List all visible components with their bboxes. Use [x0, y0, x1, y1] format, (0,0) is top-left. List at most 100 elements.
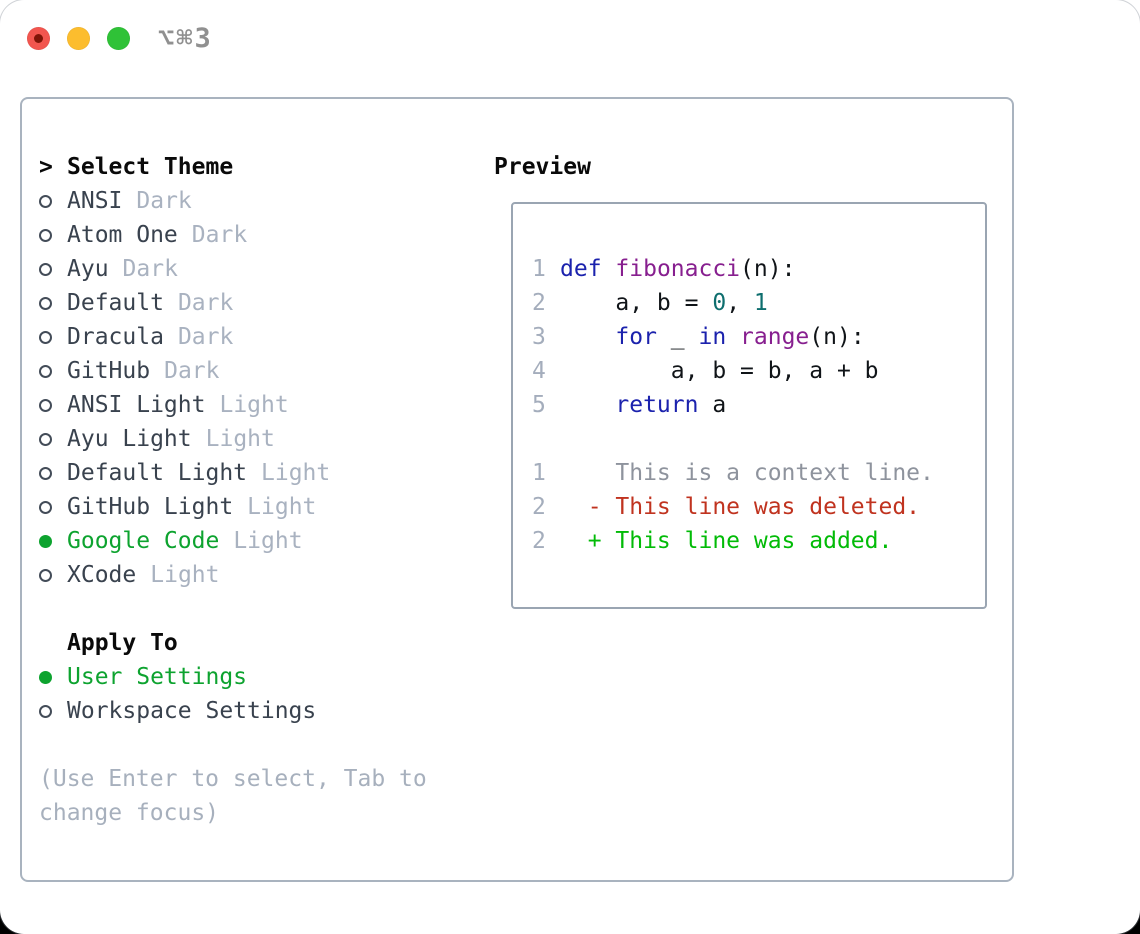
- code-token: ,: [726, 290, 754, 316]
- code-token-number: 1: [753, 290, 768, 316]
- code-token: a: [698, 392, 727, 418]
- apply-to-workspace-settings[interactable]: Workspace Settings: [39, 694, 489, 728]
- theme-item-default-light[interactable]: Default Light Light: [39, 456, 489, 490]
- focus-caret-icon: >: [39, 154, 53, 180]
- code-token: [560, 324, 615, 350]
- apply-to-label: User Settings: [67, 664, 248, 690]
- apply-to-user-settings-selected[interactable]: User Settings: [39, 660, 489, 694]
- code-token-function: fibonacci: [615, 256, 741, 282]
- spacer-row: [39, 592, 489, 626]
- radio-selected-icon: [39, 534, 67, 548]
- theme-name: Ayu Light: [67, 426, 192, 452]
- theme-name: GitHub: [67, 358, 151, 384]
- theme-tag: Light: [150, 562, 220, 588]
- apply-to-title: Apply To: [67, 630, 178, 656]
- theme-tag: Light: [261, 460, 331, 486]
- theme-item-atom-one-dark[interactable]: Atom One Dark: [39, 218, 489, 252]
- theme-item-ayu-dark[interactable]: Ayu Dark: [39, 252, 489, 286]
- theme-tag: Light: [247, 494, 317, 520]
- code-token-keyword: for: [615, 324, 657, 350]
- close-button-icon[interactable]: [27, 26, 50, 50]
- theme-name: ANSI Light: [67, 392, 206, 418]
- radio-unselected-icon: [39, 500, 67, 514]
- theme-item-ansi-light[interactable]: ANSI Light Light: [39, 388, 489, 422]
- line-number: 2: [532, 528, 546, 554]
- theme-item-github-light[interactable]: GitHub Light Light: [39, 490, 489, 524]
- line-number: 2: [532, 494, 546, 520]
- theme-tag: Dark: [177, 290, 234, 316]
- help-text-line-2: change focus): [39, 800, 220, 826]
- code-line: 2 a, b = 0, 1: [532, 286, 985, 320]
- code-token: [726, 324, 740, 350]
- select-theme-header: >Select Theme: [39, 150, 489, 184]
- radio-unselected-icon: [39, 568, 67, 582]
- theme-item-ayu-light[interactable]: Ayu Light Light: [39, 422, 489, 456]
- line-number: 4: [532, 358, 546, 384]
- code-line: 3 for _ in range(n):: [532, 320, 985, 354]
- theme-tag: Light: [219, 392, 289, 418]
- traffic-lights: [27, 26, 130, 50]
- radio-unselected-icon: [39, 296, 67, 310]
- line-number: 5: [532, 392, 546, 418]
- titlebar: ⌥⌘3: [0, 0, 1140, 76]
- code-token: a, b = b, a + b: [560, 358, 879, 384]
- theme-name: Dracula: [67, 324, 164, 350]
- code-line: 5 return a: [532, 388, 985, 422]
- theme-item-default-dark[interactable]: Default Dark: [39, 286, 489, 320]
- radio-unselected-icon: [39, 432, 67, 446]
- theme-name: XCode: [67, 562, 137, 588]
- theme-item-ansi-dark[interactable]: ANSI Dark: [39, 184, 489, 218]
- theme-name: ANSI: [67, 188, 123, 214]
- theme-tag: Dark: [136, 188, 192, 214]
- theme-item-xcode-light[interactable]: XCode Light: [39, 558, 489, 592]
- radio-unselected-icon: [39, 194, 67, 208]
- code-token-number: 0: [712, 290, 727, 316]
- diff-deleted-text: - This line was deleted.: [560, 494, 921, 520]
- radio-unselected-icon: [39, 330, 67, 344]
- theme-item-github-dark[interactable]: GitHub Dark: [39, 354, 489, 388]
- code-token: (n):: [740, 256, 796, 282]
- theme-item-dracula-dark[interactable]: Dracula Dark: [39, 320, 489, 354]
- theme-name: Default: [67, 290, 164, 316]
- radio-unselected-icon: [39, 364, 67, 378]
- theme-item-google-code-selected[interactable]: Google Code Light: [39, 524, 489, 558]
- theme-tag: Dark: [164, 358, 220, 384]
- code-token-keyword: def: [560, 256, 602, 282]
- radio-unselected-icon: [39, 398, 67, 412]
- window-shortcut-label: ⌥⌘3: [158, 22, 213, 54]
- theme-name: Ayu: [67, 256, 109, 282]
- theme-tag: Dark: [122, 256, 178, 282]
- theme-tag: Light: [205, 426, 275, 452]
- zoom-button-icon[interactable]: [107, 26, 130, 50]
- line-number: 2: [532, 290, 546, 316]
- blank-line: [532, 422, 985, 456]
- diff-context-text: This is a context line.: [560, 460, 934, 486]
- radio-unselected-icon: [39, 262, 67, 276]
- theme-tag: Light: [233, 528, 303, 554]
- diff-context-line: 1 This is a context line.: [532, 456, 985, 490]
- radio-unselected-icon: [39, 466, 67, 480]
- theme-name: Google Code: [67, 528, 220, 554]
- spacer-row: [39, 728, 489, 762]
- code-token: a, b =: [560, 290, 713, 316]
- theme-name: Atom One: [67, 222, 178, 248]
- diff-added-line: 2 + This line was added.: [532, 524, 985, 558]
- minimize-button-icon[interactable]: [67, 26, 90, 50]
- code-token: (n):: [809, 324, 865, 350]
- theme-name: GitHub Light: [67, 494, 234, 520]
- line-number: 3: [532, 324, 546, 350]
- apply-to-label: Workspace Settings: [67, 698, 317, 724]
- theme-tag: Dark: [191, 222, 248, 248]
- help-text-line-1: (Use Enter to select, Tab to: [39, 766, 427, 792]
- code-token-keyword: in: [698, 324, 727, 350]
- theme-name: Default Light: [67, 460, 248, 486]
- code-token: [602, 256, 616, 282]
- apply-to-header: Apply To: [39, 626, 489, 660]
- theme-tag: Dark: [177, 324, 234, 350]
- radio-unselected-icon: [39, 228, 67, 242]
- line-number: 1: [532, 460, 546, 486]
